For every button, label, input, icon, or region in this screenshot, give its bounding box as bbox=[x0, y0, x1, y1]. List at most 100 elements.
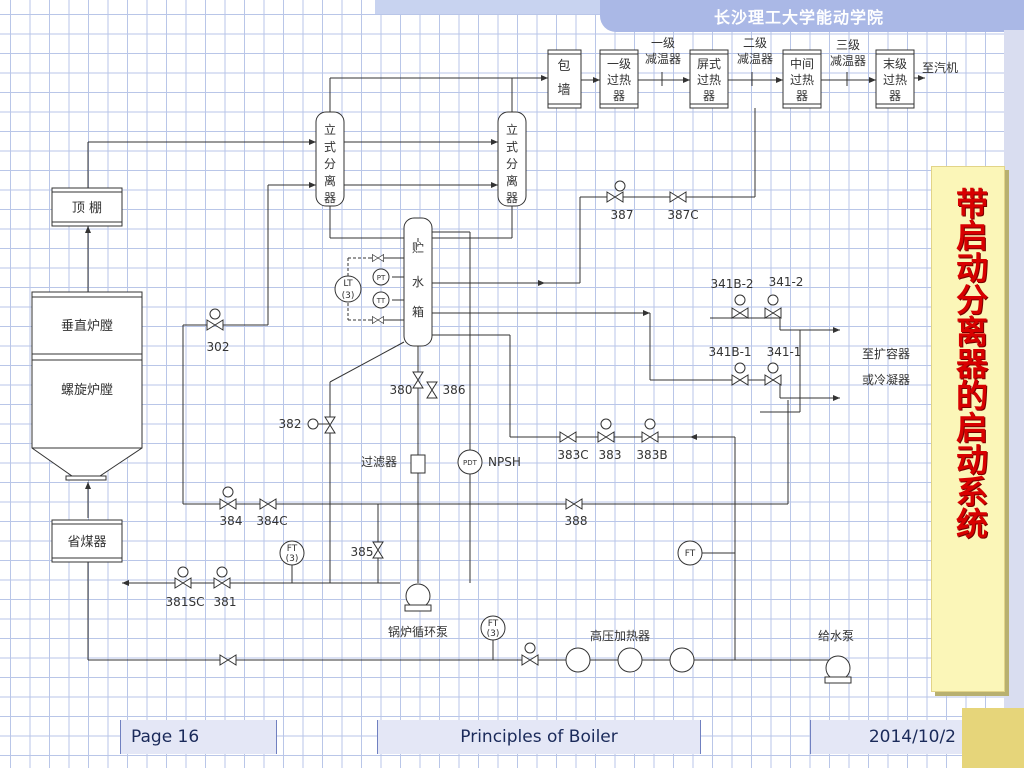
tank-char-2: 水 bbox=[412, 275, 424, 289]
sep1-char-5: 器 bbox=[324, 191, 336, 205]
ft1-3-label: (3) bbox=[286, 554, 299, 564]
valve-381sc-label: 381SC bbox=[166, 595, 205, 609]
valve-302-label: 302 bbox=[207, 340, 230, 354]
valve-381-label: 381 bbox=[214, 595, 237, 609]
dsh1-label-b: 减温器 bbox=[645, 52, 681, 66]
lt3-label: (3) bbox=[342, 291, 355, 301]
pingshi-box bbox=[689, 49, 729, 109]
footer-page: Page 16 bbox=[120, 720, 277, 754]
zhongjian-label-c: 器 bbox=[796, 89, 808, 103]
footer-date: 2014/10/2 bbox=[810, 720, 965, 754]
zhongjian-box bbox=[782, 49, 822, 109]
lt-label: LT bbox=[343, 279, 353, 289]
moji-label-c: 器 bbox=[889, 89, 901, 103]
valve-385-label: 385 bbox=[351, 545, 374, 559]
dsh3-label-b: 减温器 bbox=[830, 54, 866, 68]
zhongjian-label-b: 过热 bbox=[790, 73, 814, 87]
side-title: 带启动分离器的启动系统 bbox=[951, 187, 989, 539]
instrument-circles bbox=[177, 180, 779, 654]
feed-pump-icon bbox=[825, 655, 851, 681]
npsh-label: NPSH bbox=[488, 455, 521, 469]
valve-384c-label: 384C bbox=[256, 514, 287, 528]
sh1-label-c: 器 bbox=[613, 89, 625, 103]
valve-384-label: 384 bbox=[220, 514, 243, 528]
dsh2-label-b: 减温器 bbox=[737, 52, 773, 66]
tank-char-3: 箱 bbox=[412, 304, 424, 319]
valve-387-label: 387 bbox=[611, 208, 634, 222]
valve-382-label: 382 bbox=[279, 417, 302, 431]
roof-label: 顶 棚 bbox=[72, 201, 102, 216]
valve-383c-label: 383C bbox=[557, 448, 588, 462]
header-band bbox=[600, 0, 1024, 32]
circulation-pump-label: 锅炉循环泵 bbox=[388, 624, 448, 639]
valve-388-label: 388 bbox=[565, 514, 588, 528]
valve-3412-label: 341-2 bbox=[769, 275, 804, 289]
side-title-card: 带启动分离器的启动系统 bbox=[931, 166, 1005, 692]
dsh1-label-a: 一级 bbox=[651, 36, 675, 50]
valve-386-label: 386 bbox=[443, 383, 466, 397]
to-expander-label: 至扩容器 bbox=[862, 346, 910, 361]
valve-383b-label: 383B bbox=[636, 448, 667, 462]
sep2-char-2: 式 bbox=[506, 140, 518, 154]
hp-heater-label: 高压加热器 bbox=[590, 628, 650, 643]
sep1-char-3: 分 bbox=[324, 157, 336, 171]
org-title: 长沙理工大学能动学院 bbox=[713, 8, 884, 27]
dsh2-label-a: 二级 bbox=[743, 36, 767, 50]
storage-tank bbox=[403, 108, 756, 583]
feed-pump-label: 给水泵 bbox=[818, 629, 854, 643]
valve-383-label: 383 bbox=[599, 448, 622, 462]
tt-label: TT bbox=[376, 297, 386, 305]
circulation-lines bbox=[122, 341, 789, 660]
ft1-label: FT bbox=[287, 544, 298, 554]
filter-and-pumps bbox=[404, 454, 852, 684]
valve-380-label: 380 bbox=[390, 383, 413, 397]
filter-label: 过滤器 bbox=[361, 455, 397, 469]
ft3-label: FT bbox=[685, 549, 696, 559]
baoqiang-label-1: 包 bbox=[557, 59, 570, 74]
economizer-box bbox=[51, 519, 123, 563]
sep2-char-4: 离 bbox=[506, 173, 518, 188]
pt-label: PT bbox=[377, 274, 386, 282]
moji-label-a: 末级 bbox=[883, 57, 907, 71]
vertical-furnace-label: 垂直炉膛 bbox=[61, 319, 113, 334]
right-edge-bar bbox=[1004, 30, 1024, 730]
valve-group-341 bbox=[649, 313, 840, 413]
furnace bbox=[31, 142, 835, 661]
moji-box bbox=[875, 49, 915, 109]
spiral-furnace-label: 螺旋炉膛 bbox=[61, 383, 113, 398]
sep2-char-1: 立 bbox=[506, 122, 518, 137]
valve-387c-label: 387C bbox=[667, 208, 698, 222]
baoqiang-label-2: 墙 bbox=[557, 83, 570, 98]
valve-341b1-label: 341B-1 bbox=[708, 345, 751, 359]
ft2-3-label: (3) bbox=[487, 629, 500, 639]
roof-box bbox=[51, 187, 123, 227]
circulation-pump-icon bbox=[405, 583, 431, 609]
footer-course: Principles of Boiler bbox=[377, 720, 701, 754]
sep2-char-3: 分 bbox=[506, 157, 518, 171]
sep1-char-4: 离 bbox=[324, 173, 336, 188]
hp-heaters bbox=[565, 647, 695, 673]
ft2-label: FT bbox=[488, 619, 499, 629]
tank-char-1: 贮 bbox=[412, 240, 424, 255]
pingshi-label-a: 屏式 bbox=[697, 57, 721, 71]
sh1-label-b: 过热 bbox=[607, 73, 631, 87]
separators bbox=[88, 111, 527, 326]
or-condenser-label: 或冷凝器 bbox=[862, 372, 910, 387]
sh1-label-a: 一级 bbox=[607, 57, 631, 71]
diagram-labels: 包 墙 一级 过热 器 一级 减温器 屏式 过热 器 二级 减温器 中间 过热 … bbox=[61, 36, 958, 643]
sep2-char-5: 器 bbox=[506, 191, 518, 205]
pingshi-label-b: 过热 bbox=[697, 73, 721, 87]
sh1-box bbox=[599, 49, 639, 109]
sep1-char-1: 立 bbox=[324, 122, 336, 137]
valve-341b2-label: 341B-2 bbox=[710, 277, 753, 291]
superheater-chain bbox=[329, 49, 925, 112]
sep1-char-2: 式 bbox=[324, 140, 336, 154]
valve-3411-label: 341-1 bbox=[767, 345, 802, 359]
baoqiang-box bbox=[547, 49, 582, 109]
filter-icon bbox=[410, 454, 426, 474]
economizer-label: 省煤器 bbox=[67, 535, 106, 550]
corner-decoration bbox=[962, 708, 1024, 768]
pingshi-label-c: 器 bbox=[703, 89, 715, 103]
zhongjian-label-a: 中间 bbox=[790, 56, 814, 71]
